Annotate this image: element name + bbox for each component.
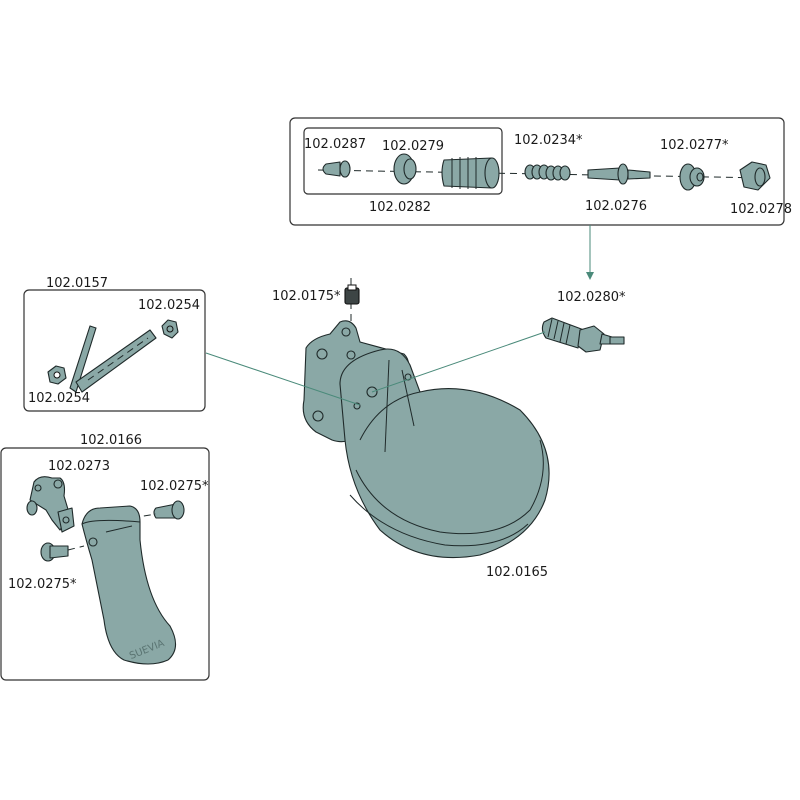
part-102-0279-icon [393,153,417,185]
axle-group-frame [23,289,206,412]
leader-arrowhead-icon [586,272,594,280]
label-102-0234: 102.0234* [514,133,583,148]
label-102-0165: 102.0165 [486,565,548,580]
label-102-0276: 102.0276 [585,199,647,214]
label-102-0166: 102.0166 [80,433,142,448]
label-102-0282: 102.0282 [369,200,431,215]
top-plug-icon [344,278,360,330]
label-102-0275-left: 102.0275* [8,577,77,592]
valve-group: 102.0287 102.0279 102.0282 102.0234* 102… [289,117,792,226]
label-102-0278: 102.0278 [730,202,792,217]
part-102-0275-left-pin-icon [40,542,69,562]
valve-leader-line [371,331,546,393]
label-102-0279: 102.0279 [382,139,444,154]
bowl-icon [302,320,550,559]
paddle-icon: SUEVIA [81,505,177,665]
label-102-0287: 102.0287 [304,137,366,152]
label-102-0175: 102.0175* [272,289,341,304]
axle-leader-line [205,352,361,406]
part-102-0275-right-pin-icon [153,500,185,520]
label-102-0254-top: 102.0254 [138,298,200,313]
label-102-0280: 102.0280* [557,290,626,305]
label-102-0273: 102.0273 [48,459,110,474]
threaded-body-icon [441,157,500,189]
axle-rod-icon [75,329,157,393]
axle-group: 102.0157 102.0254 102.0254 [23,276,206,412]
inner-group-frame [303,127,503,195]
part-102-0276-pin-icon [587,163,651,185]
paddle-group: SUEVIA 102.0166 102.0273 102.0275* 102.0… [0,433,210,681]
part-102-0277-icon [679,163,705,191]
label-102-0157: 102.0157 [46,276,108,291]
part-102-0273-bracket-icon [26,476,75,533]
label-102-0254-bottom: 102.0254 [28,391,90,406]
part-102-0234-spring-icon [524,164,571,181]
part-102-0287-icon [322,160,351,178]
paddle-group-frame [0,447,210,681]
label-102-0277: 102.0277* [660,138,729,153]
valve-assembly-icon [541,317,625,353]
part-102-0278-nut-icon [739,161,771,191]
valve-group-frame [289,117,785,226]
label-102-0275-right: 102.0275* [140,479,209,494]
